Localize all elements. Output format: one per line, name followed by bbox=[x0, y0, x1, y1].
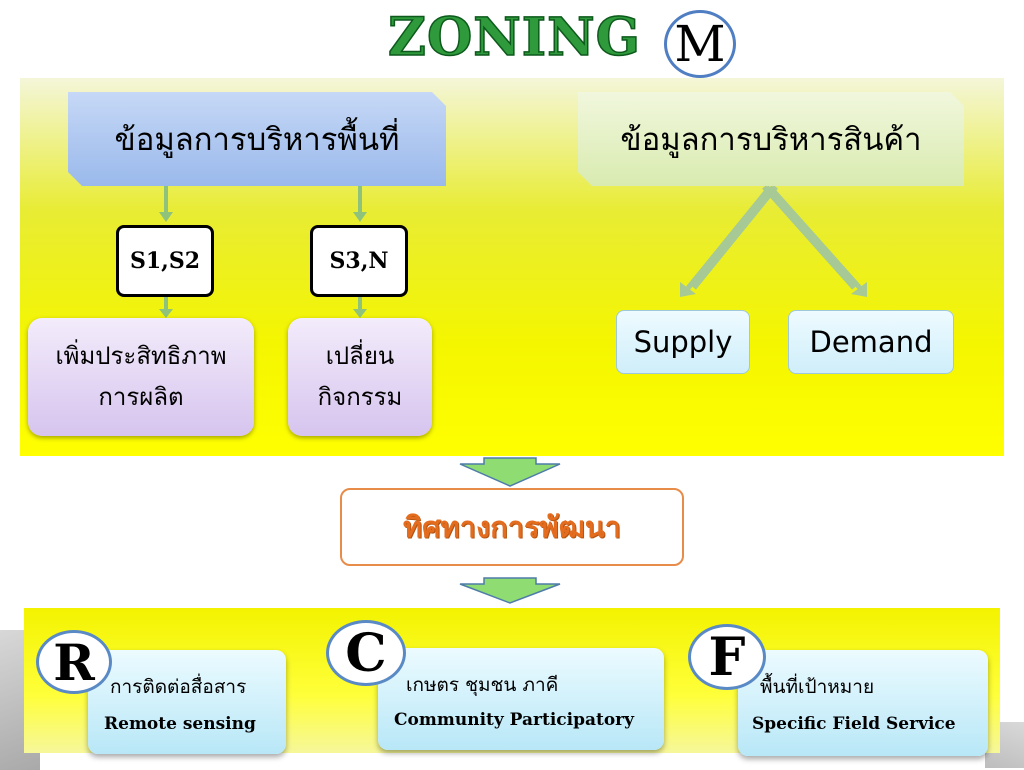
outcome-change-line1: เปลี่ยน bbox=[325, 342, 395, 371]
letter-f-circle: F bbox=[688, 624, 766, 690]
product-management-header: ข้อมูลการบริหารสินค้า bbox=[578, 92, 964, 186]
card-r-thai: การติดต่อสื่อสาร bbox=[110, 676, 247, 698]
outcome-change-activity-box: เปลี่ยน กิจกรรม bbox=[288, 318, 432, 436]
zone-s1-s2-box: S1,S2 bbox=[116, 225, 214, 297]
outcome-efficiency-box: เพิ่มประสิทธิภาพ การผลิต bbox=[28, 318, 254, 436]
down-arrow-2 bbox=[459, 577, 561, 604]
page-title: ZONING bbox=[387, 7, 642, 68]
outcome-efficiency-line2: การผลิต bbox=[98, 383, 184, 411]
letter-c-circle: C bbox=[326, 620, 406, 686]
card-r-english: Remote sensing bbox=[104, 714, 256, 734]
card-specific-field: พื้นที่เป้าหมาย Specific Field Service bbox=[738, 650, 988, 756]
area-management-header: ข้อมูลการบริหารพื้นที่ bbox=[68, 92, 446, 186]
letter-r-circle: R bbox=[36, 630, 112, 694]
card-c-english: Community Participatory bbox=[394, 710, 635, 730]
title-badge-m: M bbox=[664, 10, 736, 78]
demand-box: Demand bbox=[788, 310, 954, 374]
zone-s3-n-box: S3,N bbox=[310, 225, 408, 297]
outcome-change-line2: กิจกรรม bbox=[317, 383, 403, 411]
card-c-thai: เกษตร ชุมชน ภาคี bbox=[406, 674, 559, 696]
card-community: เกษตร ชุมชน ภาคี Community Participatory bbox=[378, 648, 664, 750]
card-remote-sensing: การติดต่อสื่อสาร Remote sensing bbox=[88, 650, 286, 754]
supply-box: Supply bbox=[616, 310, 750, 374]
development-direction-box: ทิศทางการพัฒนา bbox=[340, 488, 684, 566]
card-f-thai: พื้นที่เป้าหมาย bbox=[760, 676, 875, 698]
down-arrow-1 bbox=[459, 457, 561, 487]
outcome-efficiency-line1: เพิ่มประสิทธิภาพ bbox=[55, 342, 227, 371]
card-f-english: Specific Field Service bbox=[752, 714, 956, 734]
